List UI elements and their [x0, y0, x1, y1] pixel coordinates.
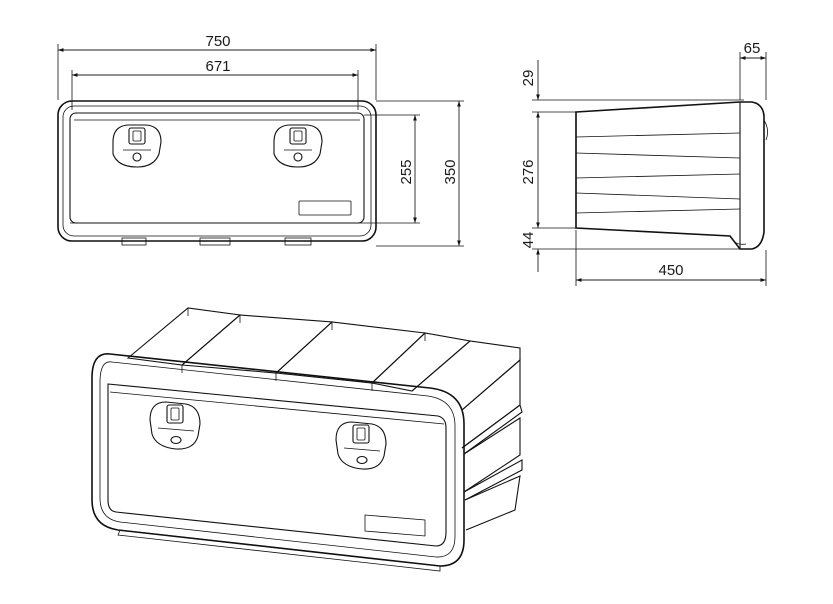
dim-overall-height: 350 [442, 159, 459, 184]
side-dimensions: 65 29 276 44 450 [520, 40, 767, 286]
lock-handle-icon [273, 124, 323, 168]
dim-flange-depth: 65 [744, 40, 761, 57]
lock-handle-icon [335, 421, 387, 470]
dim-bottom-offset: 44 [520, 232, 537, 249]
dim-overall-width: 750 [205, 33, 230, 50]
side-view [575, 101, 768, 250]
lock-handle-icon [112, 124, 162, 168]
lock-handle-icon [149, 401, 201, 450]
dim-body-height: 276 [520, 159, 537, 184]
dim-lid-width: 671 [205, 58, 230, 75]
dim-lid-height: 255 [398, 159, 415, 184]
dim-top-offset: 29 [520, 70, 537, 87]
dim-depth: 450 [658, 262, 683, 279]
front-dimensions: 750 671 255 350 [57, 33, 464, 247]
isometric-view [91, 307, 523, 572]
front-view [57, 100, 377, 246]
